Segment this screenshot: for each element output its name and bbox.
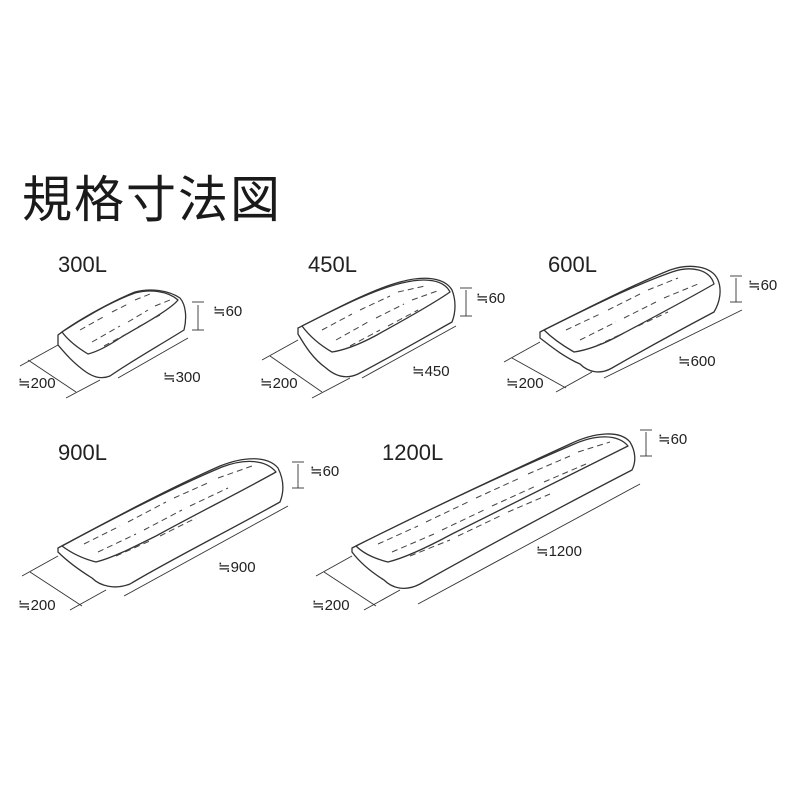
block-600l-grain bbox=[565, 277, 699, 347]
block-600l-top bbox=[543, 268, 715, 353]
block-450l-grain bbox=[321, 285, 441, 347]
dim-300l-length: ≒300 bbox=[163, 369, 201, 386]
dim-300l-height: ≒60 bbox=[213, 303, 242, 320]
block-450l-top bbox=[301, 279, 451, 353]
dim-450l-width: ≒200 bbox=[260, 375, 298, 392]
block-300l-grain bbox=[79, 293, 171, 347]
block-300l bbox=[19, 289, 204, 399]
model-label-450l: 450L bbox=[308, 252, 357, 277]
block-600l bbox=[503, 265, 743, 393]
block-900l-grain bbox=[83, 465, 253, 557]
dim-900l-width: ≒200 bbox=[18, 597, 56, 614]
dim-450l-height: ≒60 bbox=[476, 290, 505, 307]
model-label-300l: 300L bbox=[58, 252, 107, 277]
dim-450l-length: ≒450 bbox=[412, 363, 450, 380]
page-title: 規格寸法図 bbox=[22, 171, 282, 229]
dim-300l-width: ≒200 bbox=[18, 375, 56, 392]
block-300l-top bbox=[61, 290, 179, 355]
block-1200l-top bbox=[355, 436, 629, 563]
model-label-900l: 900L bbox=[58, 440, 107, 465]
dim-600l-width: ≒200 bbox=[506, 375, 544, 392]
block-1200l bbox=[315, 429, 652, 611]
dim-600l-height: ≒60 bbox=[748, 277, 777, 294]
dim-900l-height: ≒60 bbox=[310, 463, 339, 480]
dim-600l-length: ≒600 bbox=[678, 353, 716, 370]
dim-900l-length: ≒900 bbox=[218, 559, 256, 576]
model-label-600l: 600L bbox=[548, 252, 597, 277]
dim-1200l-length: ≒1200 bbox=[536, 543, 582, 560]
dim-1200l-width: ≒200 bbox=[312, 597, 350, 614]
block-450l bbox=[261, 277, 472, 399]
block-1200l-grain bbox=[377, 441, 611, 557]
model-label-1200l: 1200L bbox=[382, 440, 444, 465]
block-900l bbox=[21, 458, 304, 611]
dim-1200l-height: ≒60 bbox=[658, 431, 687, 448]
block-900l-top bbox=[61, 460, 277, 563]
